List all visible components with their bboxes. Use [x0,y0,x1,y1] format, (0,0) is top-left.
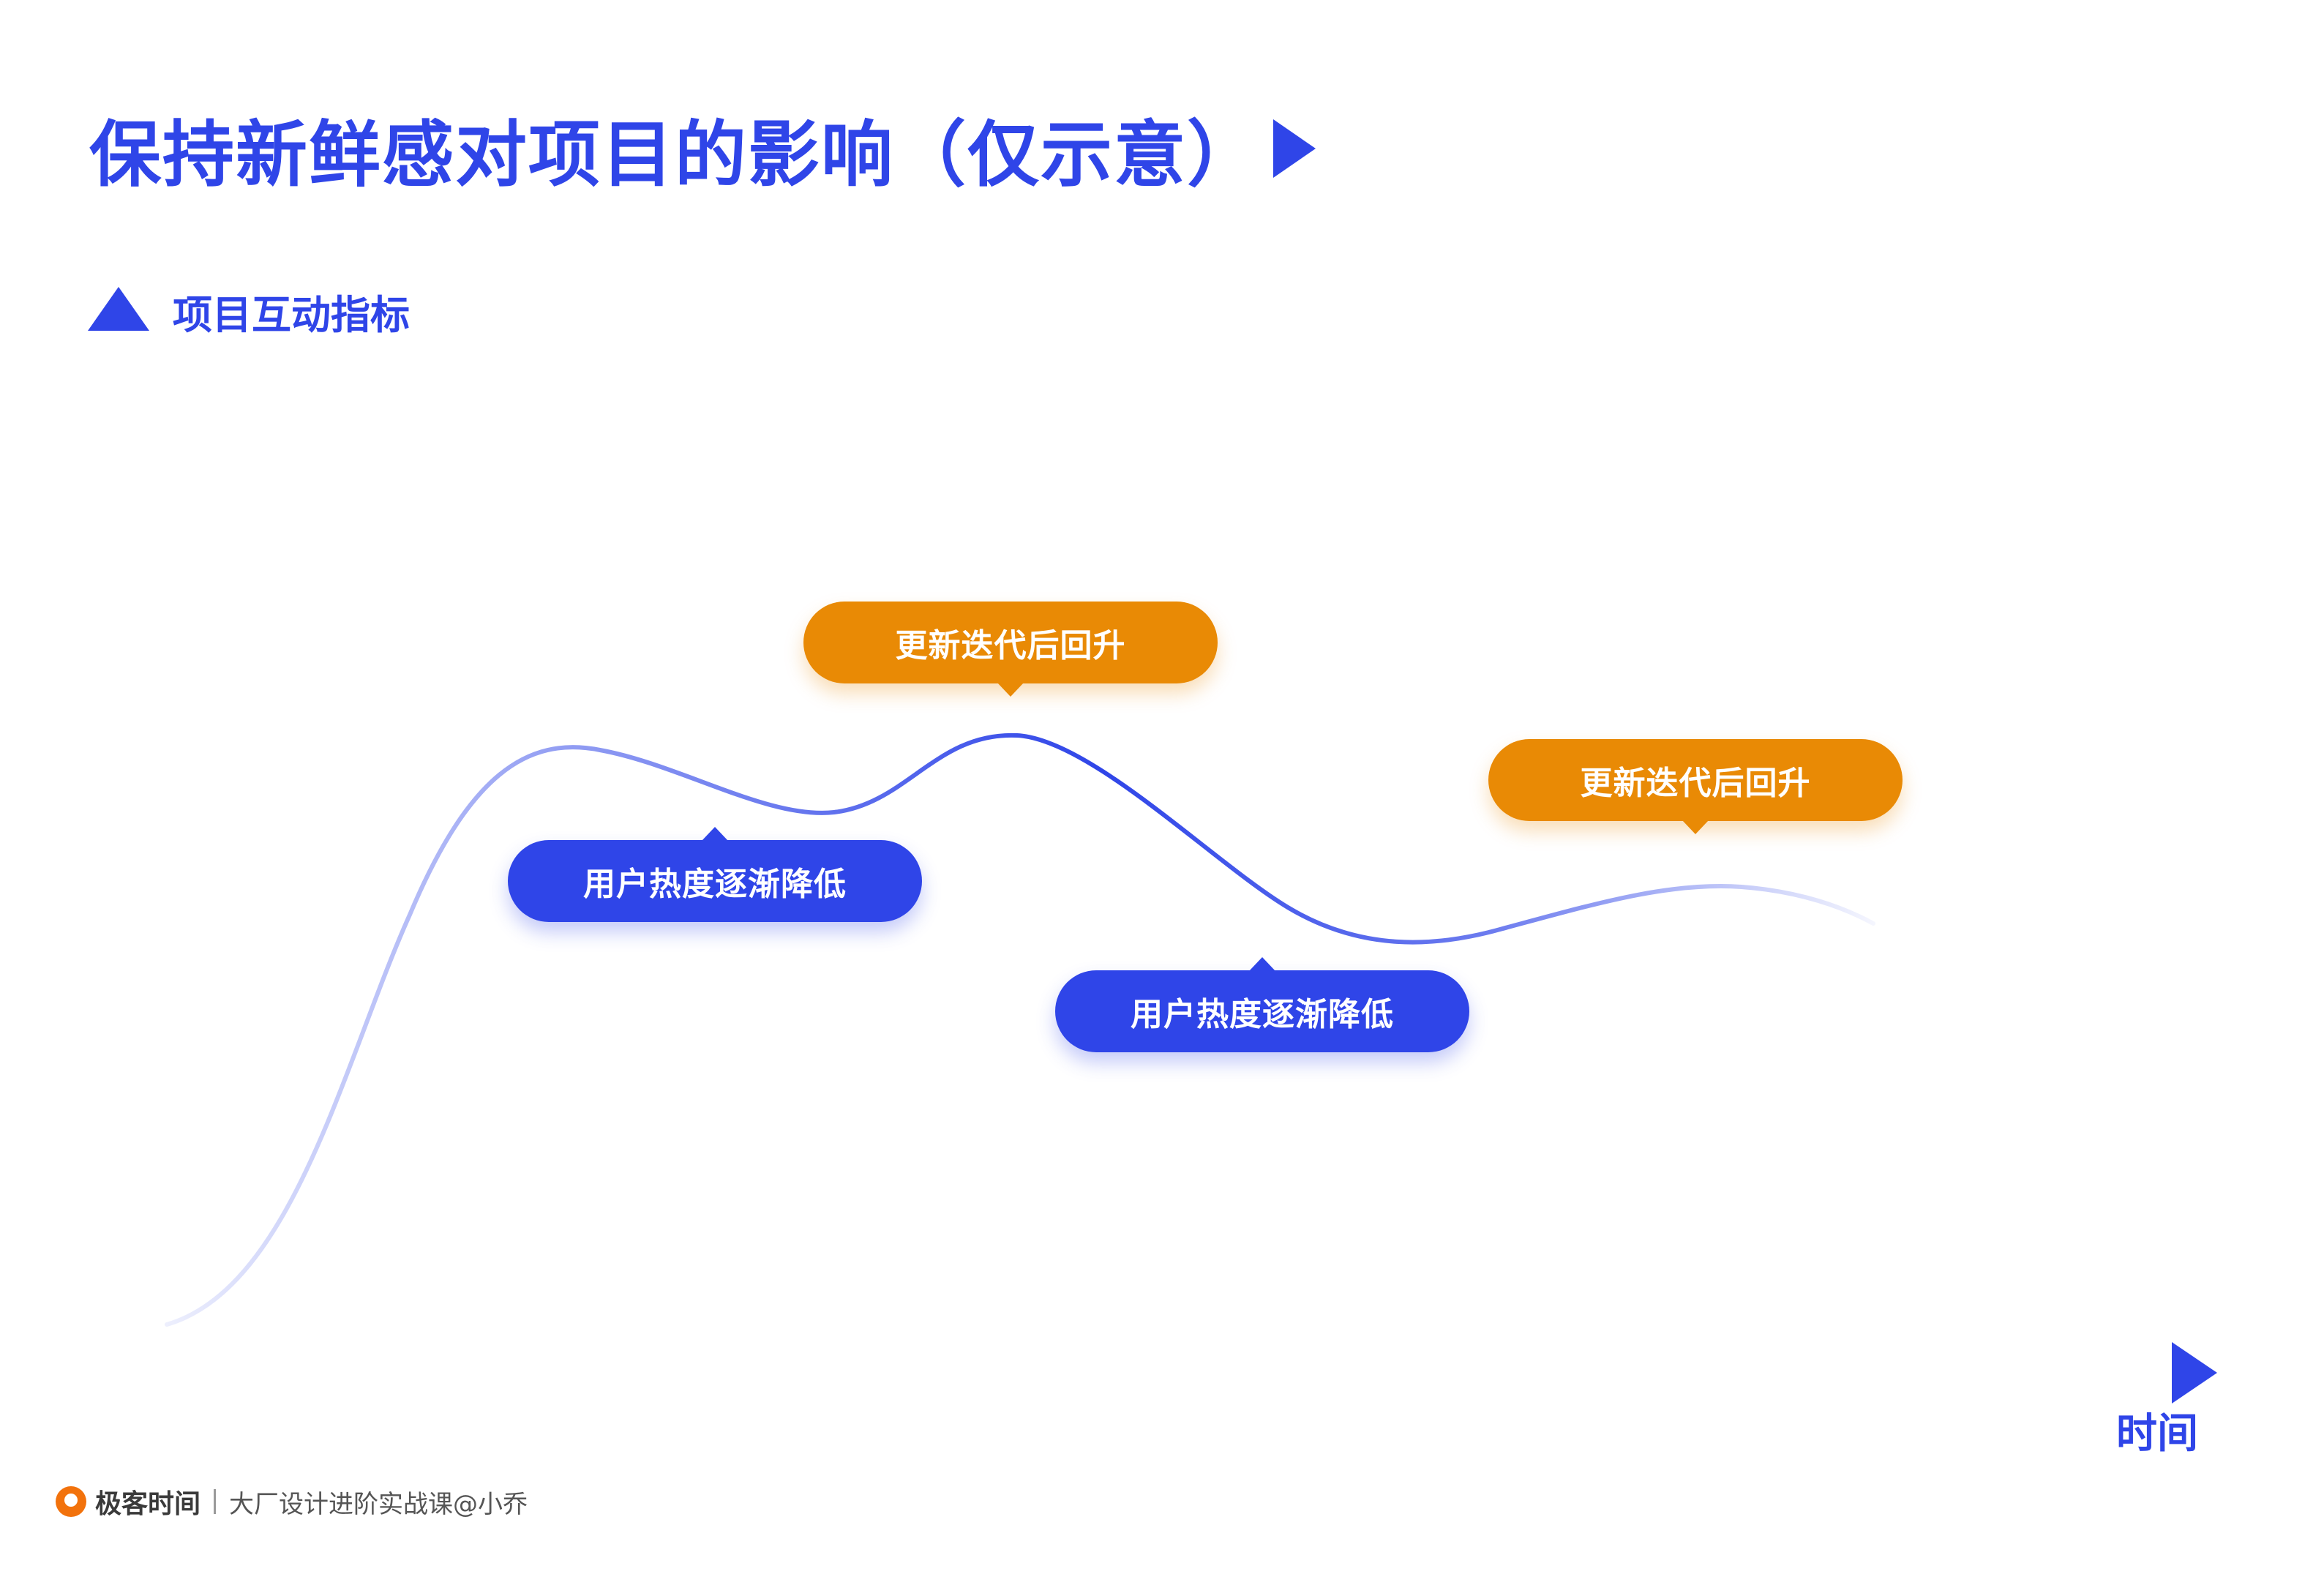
course-credit: 大厂设计进阶实战课@小乔 [229,1489,528,1519]
annotation-text: 用户热度逐渐降低 [583,866,847,903]
x-axis-label: 时间 [2116,1410,2198,1458]
brand-logo-icon [56,1486,86,1517]
x-axis-arrow-icon [2172,1342,2217,1404]
page-title: 保持新鲜感对项目的影响（仅示意） [89,97,1316,201]
brand-name: 极客时间 [95,1489,201,1519]
annotation-bubble-recover-2: 更新迭代后回升 [1488,739,1903,834]
y-axis-label: 项目互动指标 [173,292,410,338]
footer-divider [214,1489,217,1514]
annotation-pointer [702,827,728,841]
annotation-text: 更新迭代后回升 [1580,765,1811,802]
annotation-pointer [997,683,1024,697]
annotation-bubble-decline-2: 用户热度逐渐降低 [1055,957,1469,1052]
y-axis-arrow-icon [88,287,149,331]
page-title-text: 保持新鲜感对项目的影响（仅示意） [89,113,1261,197]
annotation-pointer [1249,957,1275,971]
play-icon [1273,119,1316,178]
footer: 极客时间 大厂设计进阶实战课@小乔 [56,1483,528,1521]
annotation-bubble-decline-1: 用户热度逐渐降低 [508,827,922,922]
annotation-text: 更新迭代后回升 [895,627,1126,664]
annotation-bubble-recover-1: 更新迭代后回升 [803,602,1218,697]
annotation-text: 用户热度逐渐降低 [1131,996,1394,1033]
trend-curve [165,732,1875,1327]
annotation-pointer [1682,820,1709,834]
